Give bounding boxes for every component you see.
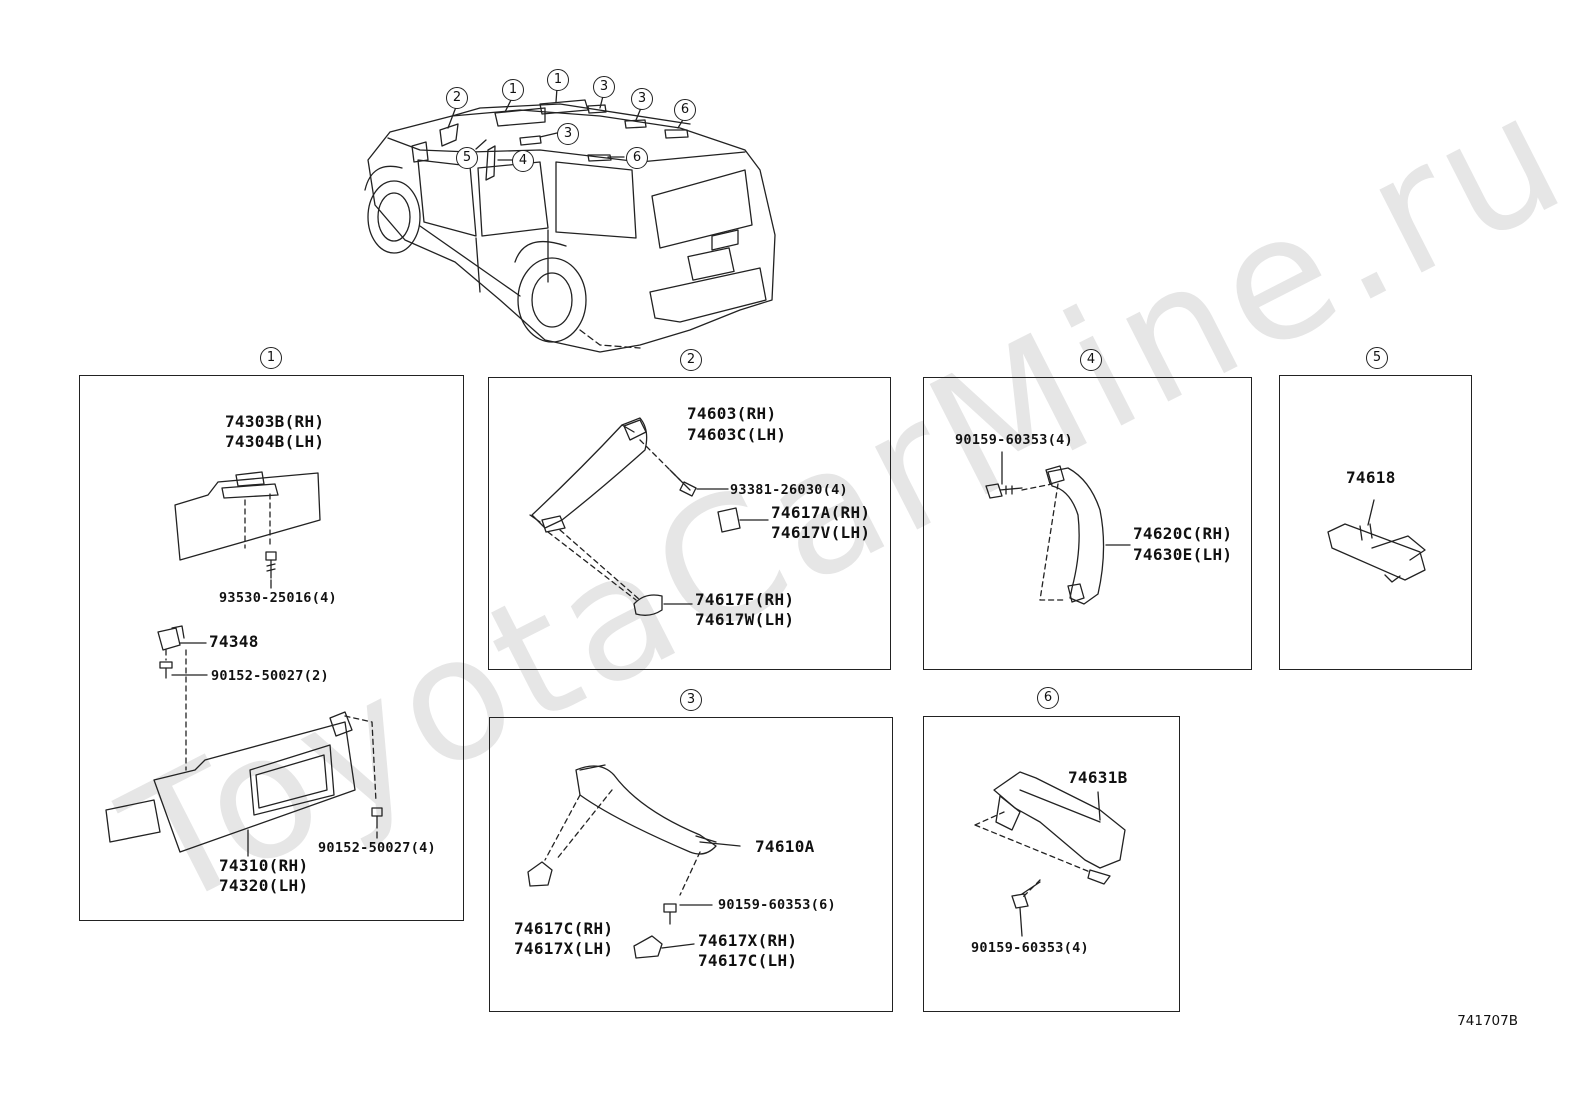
part-label: 74617X(RH)	[698, 931, 798, 950]
part-label: 74304B(LH)	[225, 432, 325, 451]
panel-coat-hook	[1279, 375, 1472, 670]
part-label: 74617C(LH)	[698, 951, 798, 970]
panel-2-callout: 2	[680, 349, 702, 371]
part-label: 74348	[209, 632, 259, 651]
panel-rear-hook	[923, 716, 1180, 1012]
part-label: 74631B	[1068, 768, 1128, 787]
part-label: 74320(LH)	[219, 876, 309, 895]
panel-sun-visor	[79, 375, 464, 921]
panel-2-art	[530, 418, 768, 615]
part-label: 74610A	[755, 837, 815, 856]
part-label: 74617A(RH)	[771, 503, 871, 522]
car-callout: 5	[456, 147, 478, 169]
car-callout: 6	[674, 99, 696, 121]
car-callout: 6	[626, 147, 648, 169]
part-label: 74617X(LH)	[514, 939, 614, 958]
panel-assist-grip-rear	[489, 717, 893, 1012]
vehicle-illustration	[365, 88, 775, 352]
panel-6-callout: 6	[1037, 687, 1059, 709]
car-callout: 4	[512, 150, 534, 172]
part-label: 90159-60353(4)	[971, 940, 1089, 956]
panel-3-art	[528, 765, 740, 958]
part-label: 74617F(RH)	[695, 590, 795, 609]
part-label: 74303B(RH)	[225, 412, 325, 431]
part-label: 90152-50027(4)	[318, 840, 436, 856]
car-callout: 3	[557, 123, 579, 145]
car-callout: 2	[446, 87, 468, 109]
car-callout: 3	[593, 76, 615, 98]
panel-5-art	[1328, 500, 1425, 582]
part-label: 74617W(LH)	[695, 610, 795, 629]
panel-6-art	[975, 772, 1125, 936]
panel-4-callout: 4	[1080, 349, 1102, 371]
car-callout: 1	[547, 69, 569, 91]
part-label: 93381-26030(4)	[730, 482, 848, 498]
part-label: 74603(RH)	[687, 404, 777, 423]
panel-1-art	[106, 472, 382, 856]
diagram-reference-code: 741707B	[1457, 1013, 1518, 1029]
part-label: 74603C(LH)	[687, 425, 787, 444]
part-label: 74618	[1346, 468, 1396, 487]
part-label: 90159-60353(6)	[718, 897, 836, 913]
part-label: 90152-50027(2)	[211, 668, 329, 684]
part-label: 74620C(RH)	[1133, 524, 1233, 543]
part-label: 74617C(RH)	[514, 919, 614, 938]
panel-1-callout: 1	[260, 347, 282, 369]
part-label: 90159-60353(4)	[955, 432, 1073, 448]
panel-5-callout: 5	[1366, 347, 1388, 369]
panel-3-callout: 3	[680, 689, 702, 711]
car-callout: 1	[502, 79, 524, 101]
panel-grab-handle	[923, 377, 1252, 670]
part-label: 93530-25016(4)	[219, 590, 337, 606]
panel-4-art	[986, 452, 1130, 604]
car-callout: 3	[631, 88, 653, 110]
part-label: 74630E(LH)	[1133, 545, 1233, 564]
part-label: 74310(RH)	[219, 856, 309, 875]
panel-assist-grip-front	[488, 377, 891, 670]
part-label: 74617V(LH)	[771, 523, 871, 542]
